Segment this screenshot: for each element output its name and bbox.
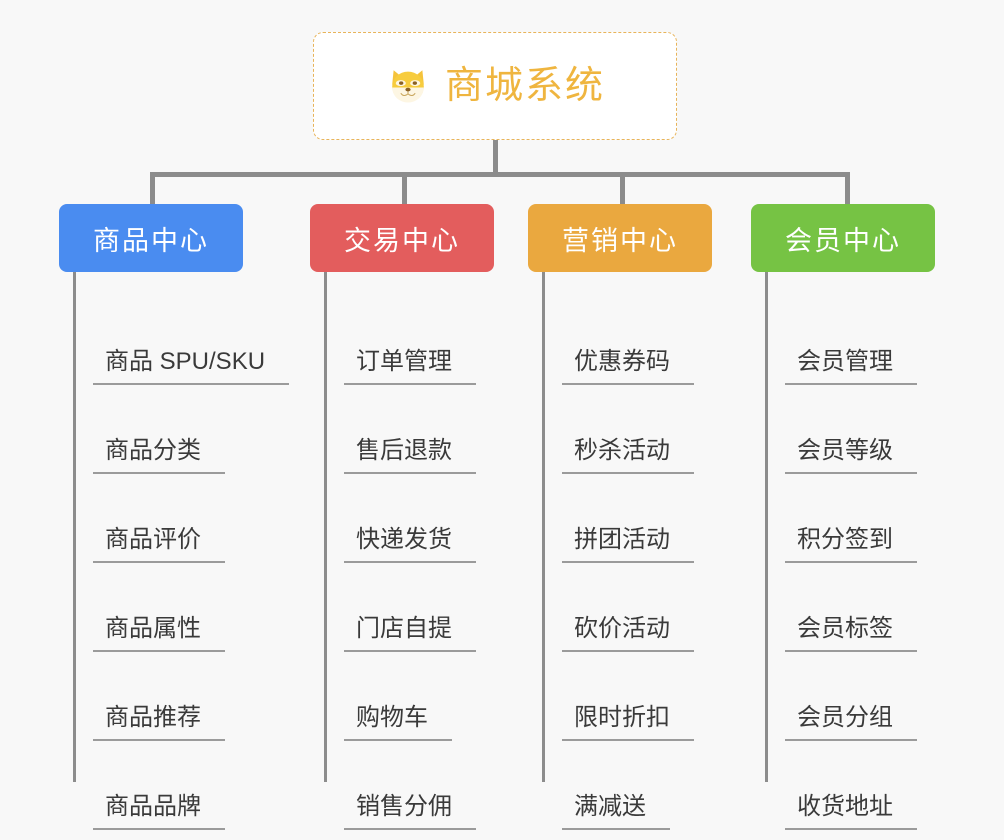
leaf-label: 秒杀活动 (562, 439, 694, 474)
list-item[interactable]: 会员分组 (751, 652, 971, 741)
leaf-label: 拼团活动 (562, 528, 694, 563)
leaf-label: 销售分佣 (344, 795, 476, 830)
leaf-list-trade-center: 订单管理 售后退款 快递发货 门店自提 购物车 销售分佣 (310, 272, 530, 830)
list-item[interactable]: 商品分类 (59, 385, 309, 474)
list-item[interactable]: 优惠券码 (528, 296, 748, 385)
leaf-list-marketing-center: 优惠券码 秒杀活动 拼团活动 砍价活动 限时折扣 满减送 (528, 272, 748, 830)
leaf-label: 会员等级 (785, 439, 917, 474)
column-trade-center: 交易中心 订单管理 售后退款 快递发货 门店自提 购物车 销售分佣 (310, 204, 530, 830)
list-item[interactable]: 限时折扣 (528, 652, 748, 741)
leaf-label: 砍价活动 (562, 617, 694, 652)
list-item[interactable]: 售后退款 (310, 385, 530, 474)
list-item[interactable]: 砍价活动 (528, 563, 748, 652)
connector-drop-marketing (620, 172, 625, 206)
leaf-label: 会员分组 (785, 706, 917, 741)
list-item[interactable]: 销售分佣 (310, 741, 530, 830)
category-label: 商品中心 (93, 225, 209, 256)
root-title: 商城系统 (444, 65, 605, 107)
leaf-list-member-center: 会员管理 会员等级 积分签到 会员标签 会员分组 收货地址 (751, 272, 971, 830)
category-label: 营销中心 (562, 225, 678, 256)
list-item[interactable]: 积分签到 (751, 474, 971, 563)
list-item[interactable]: 商品品牌 (59, 741, 309, 830)
list-item[interactable]: 快递发货 (310, 474, 530, 563)
leaf-label: 购物车 (344, 706, 452, 741)
leaf-label: 商品属性 (93, 617, 225, 652)
list-item[interactable]: 订单管理 (310, 296, 530, 385)
leaf-label: 订单管理 (344, 350, 476, 385)
list-item[interactable]: 收货地址 (751, 741, 971, 830)
leaf-label: 限时折扣 (562, 706, 694, 741)
leaf-label: 商品评价 (93, 528, 225, 563)
connector-horizontal-bus (150, 172, 850, 177)
leaf-label: 商品推荐 (93, 706, 225, 741)
category-header-trade-center[interactable]: 交易中心 (310, 204, 494, 272)
column-marketing-center: 营销中心 优惠券码 秒杀活动 拼团活动 砍价活动 限时折扣 满减送 (528, 204, 748, 830)
column-spine (73, 272, 76, 782)
leaf-label: 优惠券码 (562, 350, 694, 385)
list-item[interactable]: 商品推荐 (59, 652, 309, 741)
leaf-label: 门店自提 (344, 617, 476, 652)
list-item[interactable]: 商品 SPU/SKU (59, 296, 309, 385)
leaf-label: 快递发货 (344, 528, 476, 563)
leaf-label: 积分签到 (785, 528, 917, 563)
column-member-center: 会员中心 会员管理 会员等级 积分签到 会员标签 会员分组 收货地址 (751, 204, 971, 830)
leaf-label: 会员标签 (785, 617, 917, 652)
column-spine (324, 272, 327, 782)
leaf-label: 满减送 (562, 795, 670, 830)
column-spine (542, 272, 545, 782)
leaf-label: 商品品牌 (93, 795, 225, 830)
list-item[interactable]: 商品属性 (59, 563, 309, 652)
shiba-dog-icon (385, 63, 431, 109)
list-item[interactable]: 门店自提 (310, 563, 530, 652)
column-product-center: 商品中心 商品 SPU/SKU 商品分类 商品评价 商品属性 商品推荐 商品品牌 (59, 204, 309, 830)
connector-root-stem (493, 140, 498, 176)
category-label: 交易中心 (344, 225, 460, 256)
list-item[interactable]: 秒杀活动 (528, 385, 748, 474)
category-header-product-center[interactable]: 商品中心 (59, 204, 243, 272)
root-node[interactable]: 商城系统 (313, 32, 677, 140)
leaf-label: 售后退款 (344, 439, 476, 474)
list-item[interactable]: 拼团活动 (528, 474, 748, 563)
list-item[interactable]: 会员管理 (751, 296, 971, 385)
list-item[interactable]: 满减送 (528, 741, 748, 830)
column-spine (765, 272, 768, 782)
connector-drop-trade (402, 172, 407, 206)
list-item[interactable]: 会员等级 (751, 385, 971, 474)
category-label: 会员中心 (785, 225, 901, 256)
category-header-marketing-center[interactable]: 营销中心 (528, 204, 712, 272)
leaf-label: 商品分类 (93, 439, 225, 474)
connector-drop-product (150, 172, 155, 206)
leaf-label: 会员管理 (785, 350, 917, 385)
leaf-label: 收货地址 (785, 795, 917, 830)
list-item[interactable]: 购物车 (310, 652, 530, 741)
list-item[interactable]: 商品评价 (59, 474, 309, 563)
category-header-member-center[interactable]: 会员中心 (751, 204, 935, 272)
leaf-label: 商品 SPU/SKU (93, 350, 290, 385)
leaf-list-product-center: 商品 SPU/SKU 商品分类 商品评价 商品属性 商品推荐 商品品牌 (59, 272, 309, 830)
connector-drop-member (845, 172, 850, 206)
list-item[interactable]: 会员标签 (751, 563, 971, 652)
